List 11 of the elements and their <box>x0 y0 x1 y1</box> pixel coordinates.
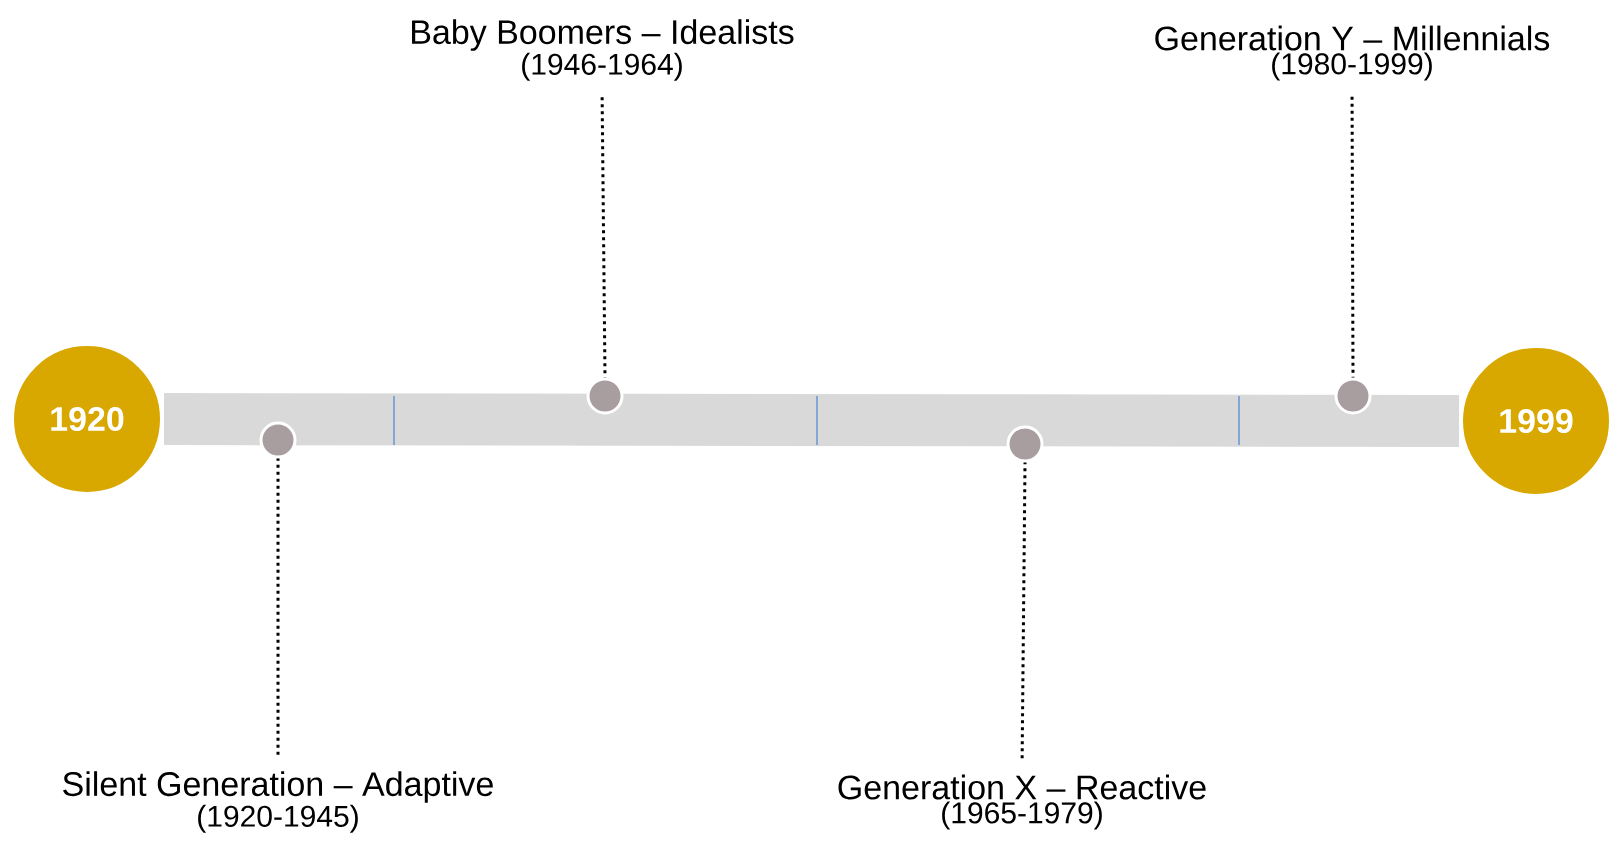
timeline-dot <box>1334 377 1372 415</box>
timeline-dot <box>1006 425 1044 463</box>
timeline-bar <box>163 393 1460 447</box>
leader-line <box>276 458 280 755</box>
generation-label: Baby Boomers – Idealists (1946-1964) <box>412 19 794 81</box>
generation-label: Generation Y – Millennials (1980-1999) <box>1155 25 1550 81</box>
generation-label: Generation X – Reactive (1965-1979) <box>838 774 1206 830</box>
generation-label: Silent Generation – Adaptive (1920-1945) <box>63 771 493 833</box>
timeline-dot <box>586 377 624 415</box>
leader-line <box>1020 462 1027 759</box>
timeline-dot <box>259 421 297 459</box>
